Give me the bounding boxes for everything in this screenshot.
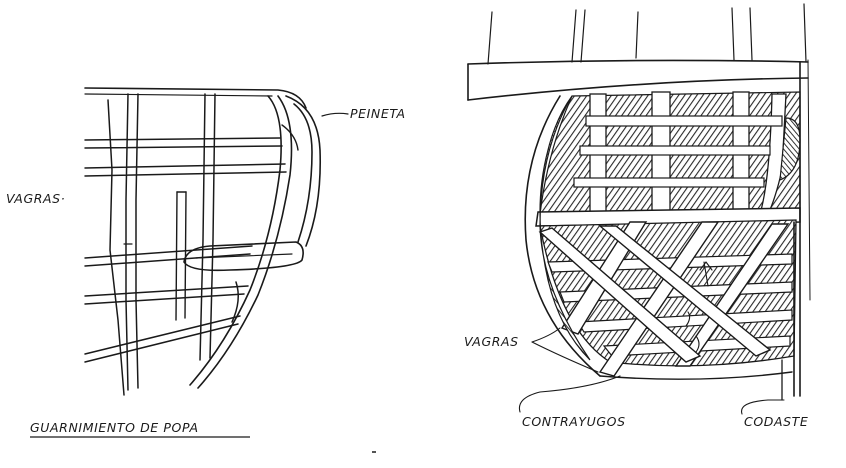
vagras-leader-1 xyxy=(531,327,561,343)
label-peineta: PEINETA xyxy=(350,106,406,121)
caption-guarnimiento-de-popa: GUARNIMIENTO DE POPA xyxy=(30,420,199,435)
label-vagras-right: VAGRAS xyxy=(464,334,519,349)
contrayugos-leader xyxy=(518,375,621,413)
right-figure-hull-interior xyxy=(467,3,811,401)
peineta-leader xyxy=(321,112,349,117)
label-vagras-left: VAGRAS· xyxy=(6,191,65,206)
label-codaste: CODASTE xyxy=(744,414,808,429)
left-figure-stern-framing xyxy=(84,87,322,396)
codaste-leader xyxy=(740,399,785,415)
label-contrayugos: CONTRAYUGOS xyxy=(522,414,626,429)
vagras-leader-2 xyxy=(531,341,599,373)
